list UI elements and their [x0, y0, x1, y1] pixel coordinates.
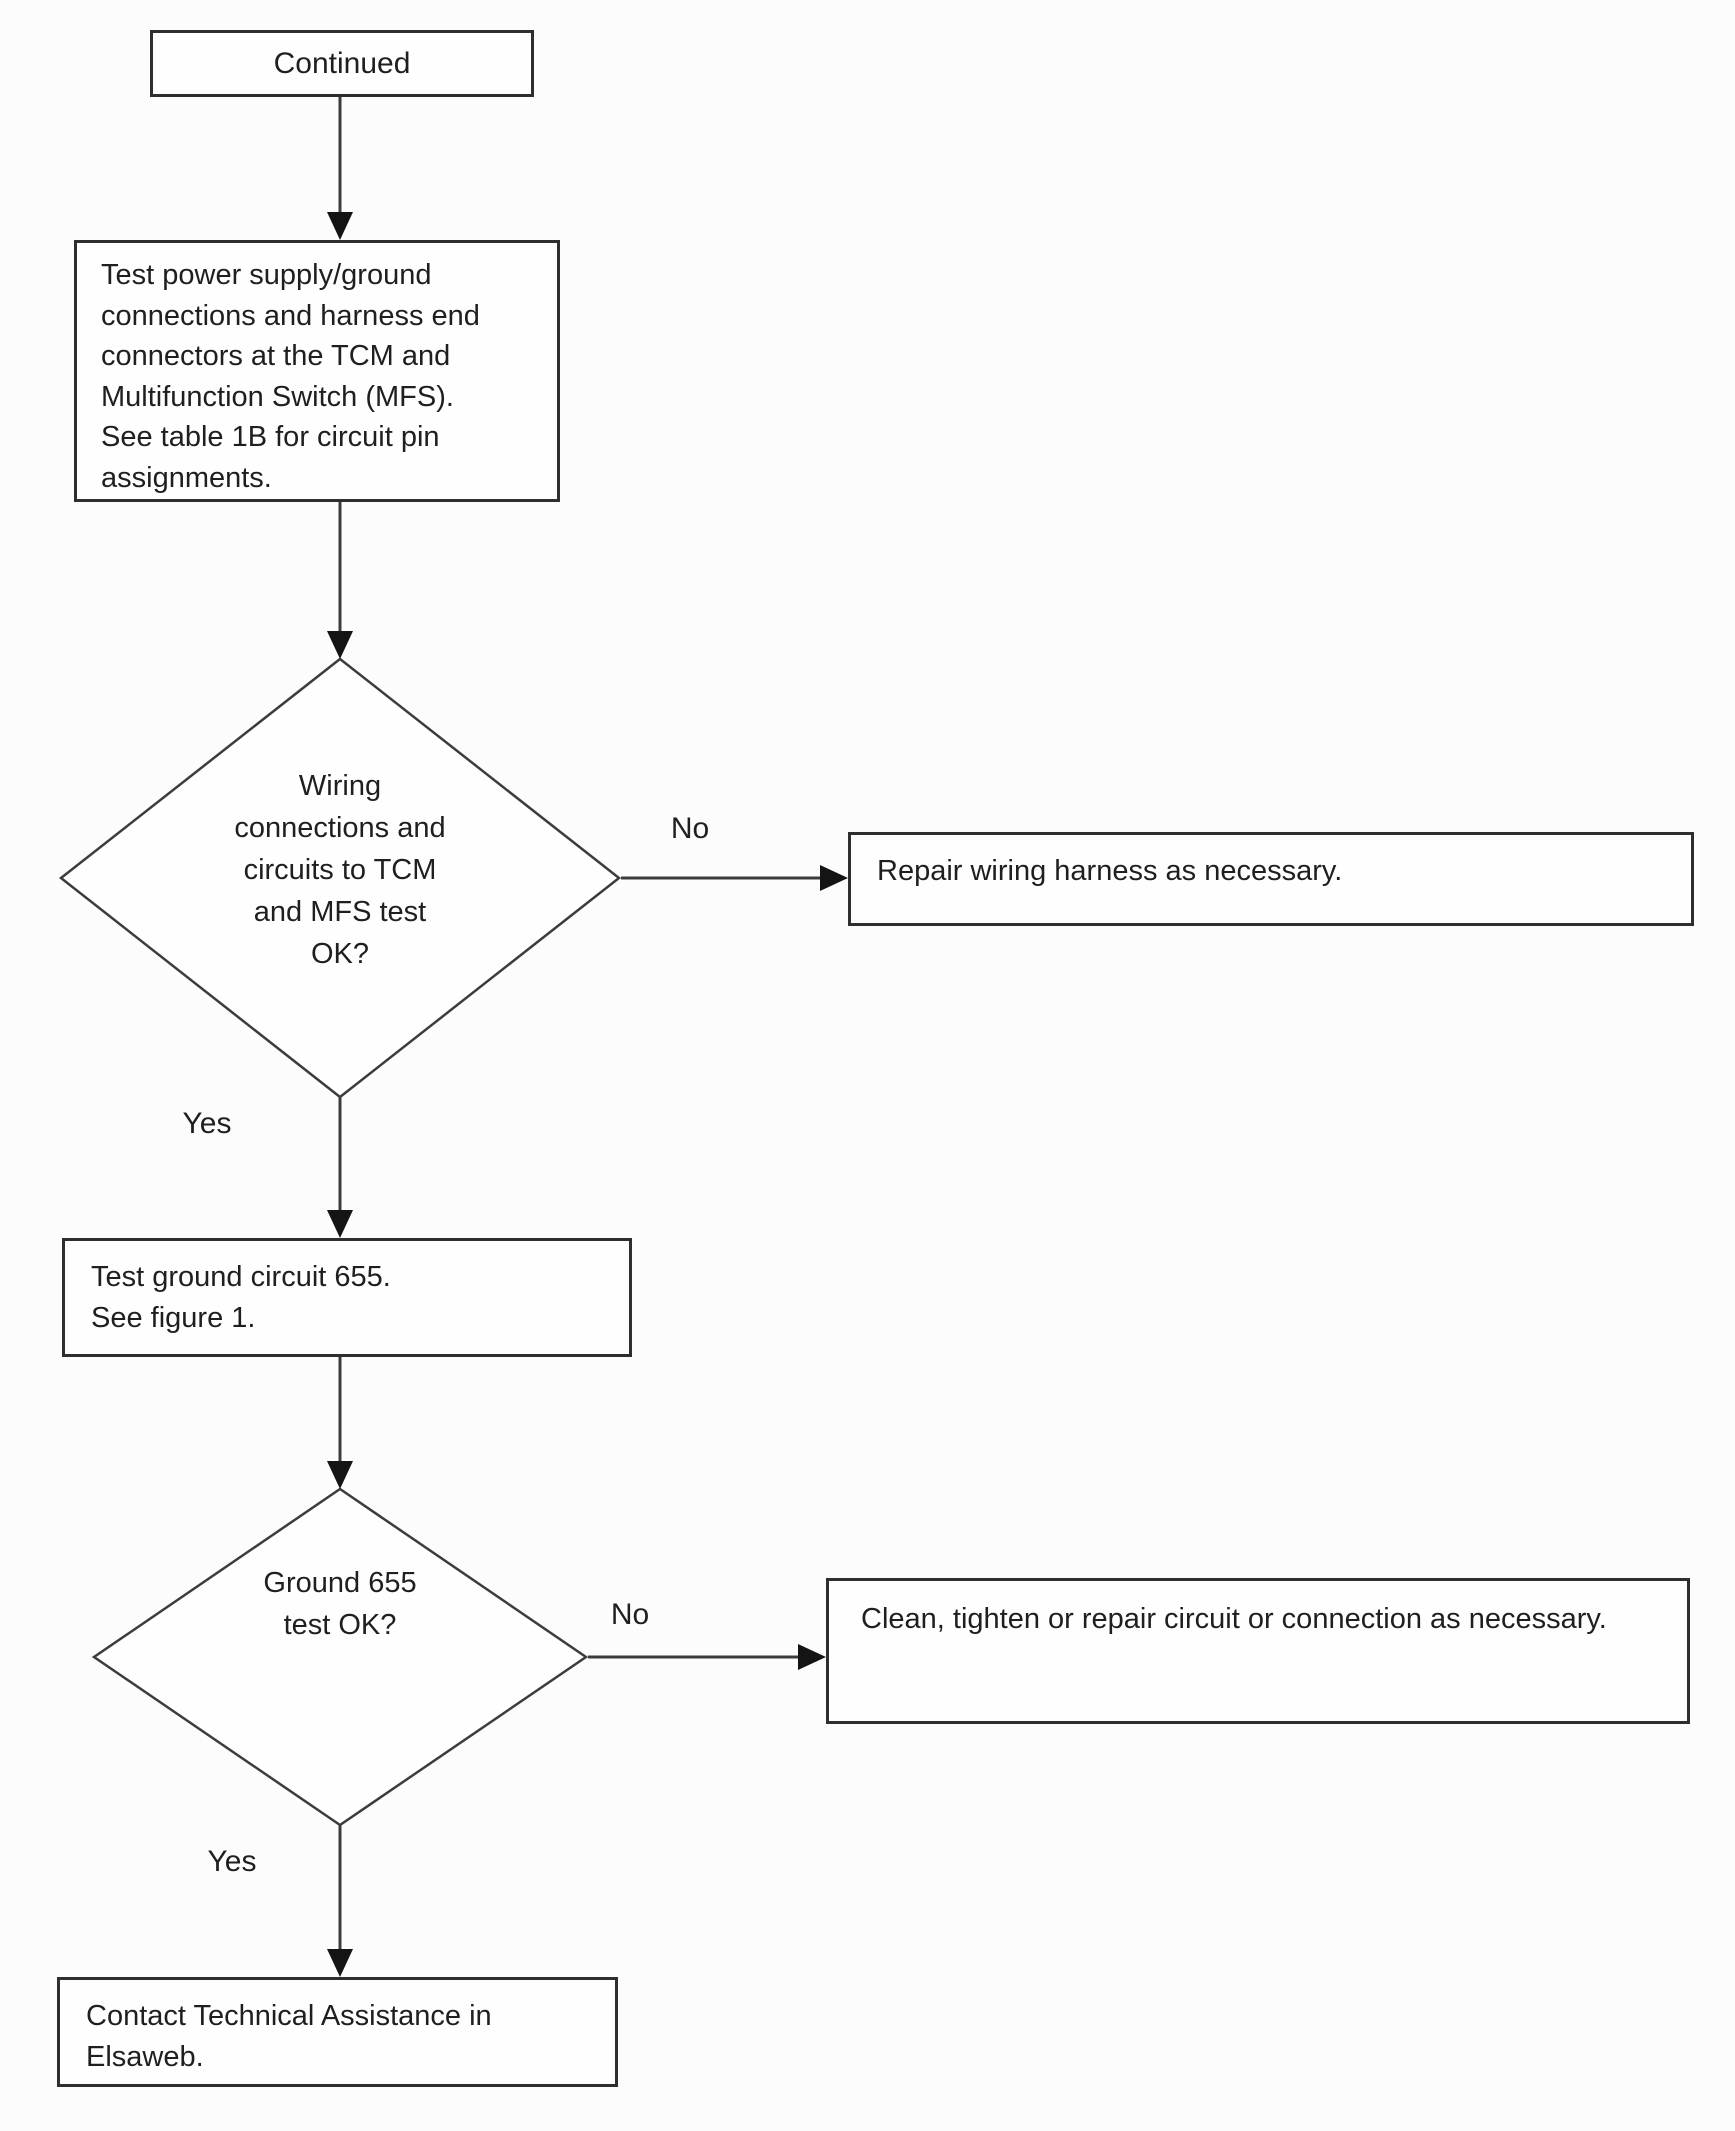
node-contact-technical-assistance: Contact Technical Assistance in Elsaweb. [57, 1977, 618, 2087]
edge-label-ground-ok-no: No [610, 1598, 650, 1631]
node-test-ground-655: Test ground circuit 655. See figure 1. [62, 1238, 632, 1357]
node-repair-harness: Repair wiring harness as necessary. [848, 832, 1694, 926]
arrowhead-test-ground-to-ground-ok [327, 1461, 353, 1489]
node-clean-tighten-repair: Clean, tighten or repair circuit or conn… [826, 1578, 1690, 1724]
node-test-power-supply: Test power supply/ground connections and… [74, 240, 560, 502]
edge-label-ground-ok-yes: Yes [207, 1845, 257, 1878]
arrowhead-wiring-ok-no-to-repair [820, 865, 848, 891]
decision-diamond-ground-655-shape [91, 1487, 589, 1827]
arrowhead-wiring-ok-yes-to-test-ground [327, 1210, 353, 1238]
arrowhead-ground-ok-yes-to-contact [327, 1949, 353, 1977]
node-ground-655-ok-label: Ground 655 test OK? [263, 1567, 417, 1642]
node-wiring-ok-label: Wiring connections and circuits to TCM a… [234, 770, 446, 971]
edge-label-wiring-ok-yes: Yes [182, 1107, 232, 1140]
arrowhead-test-power-to-wiring-ok [327, 631, 353, 659]
node-continued: Continued [150, 30, 534, 97]
arrowhead-continued-to-test-power [327, 212, 353, 240]
arrowhead-ground-ok-no-to-clean [798, 1644, 826, 1670]
edge-label-wiring-ok-no: No [670, 812, 710, 845]
